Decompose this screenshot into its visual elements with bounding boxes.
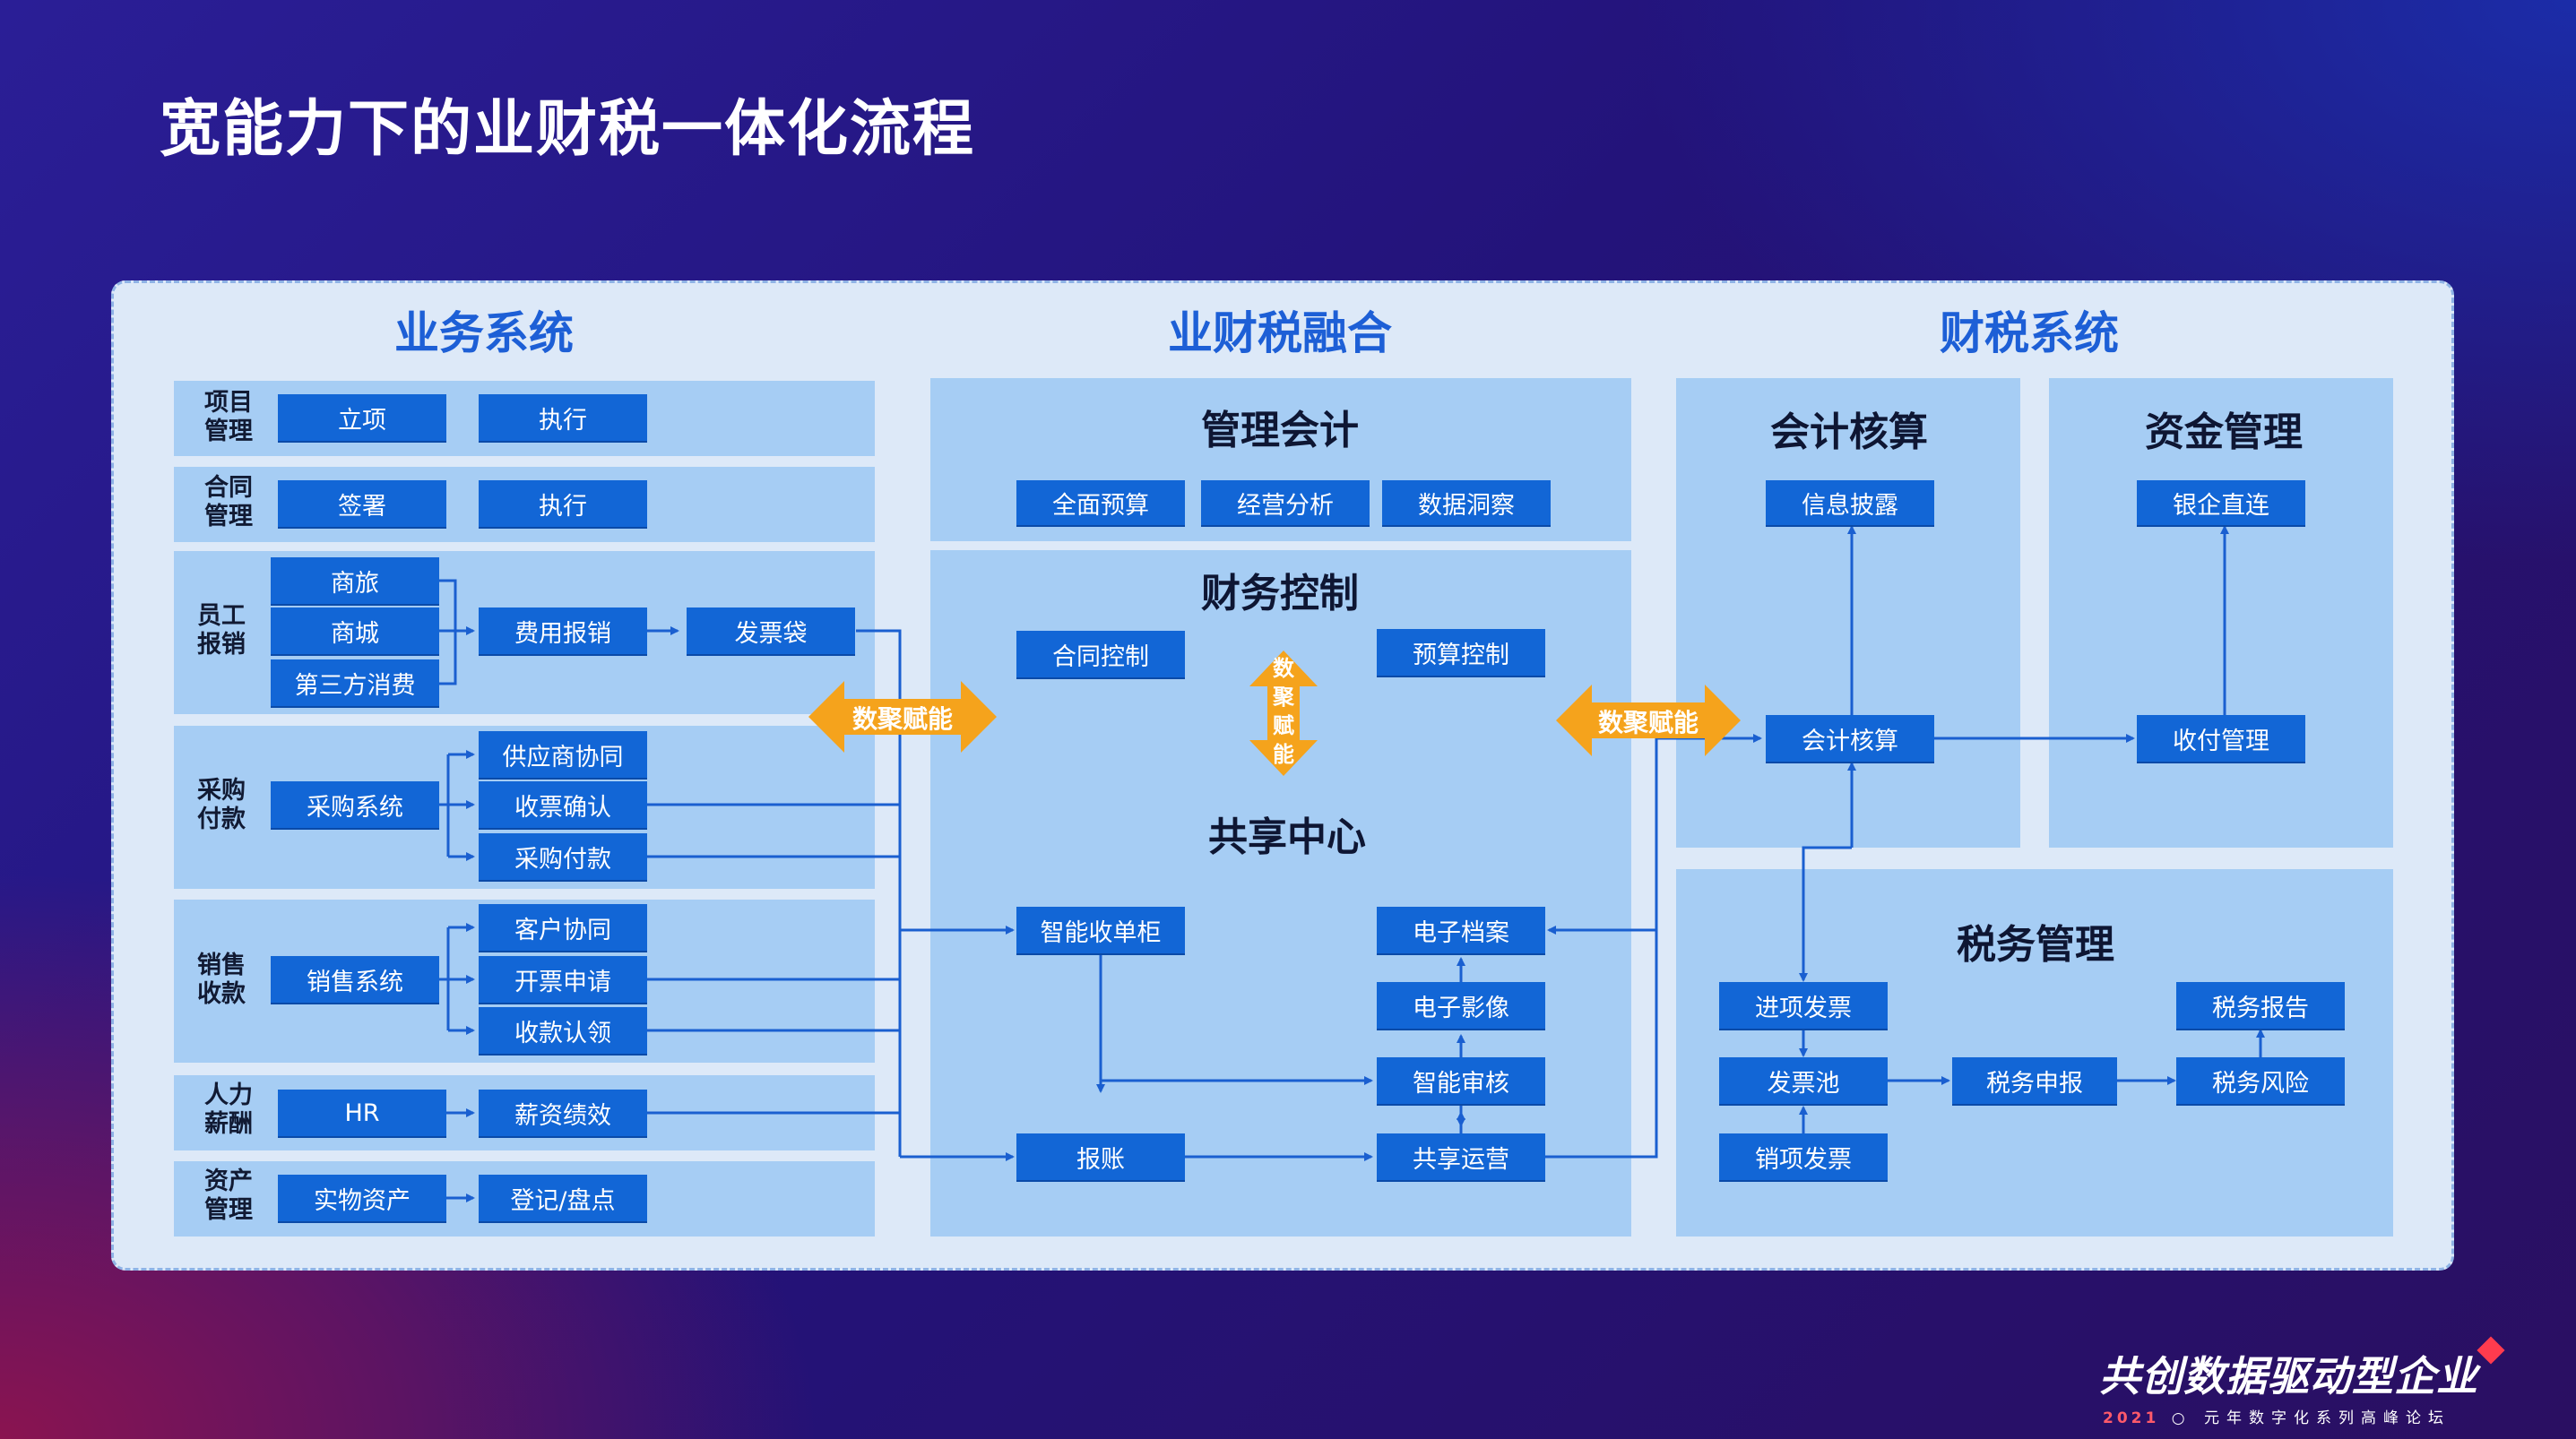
box-receipts-payments-management: 收付管理 bbox=[2137, 715, 2305, 762]
box-smart-audit: 智能审核 bbox=[1377, 1057, 1545, 1104]
box-contract-execution: 执行 bbox=[479, 480, 647, 527]
zone-title-financial-control: 财务控制 bbox=[1201, 571, 1359, 616]
event-brand-logo: 共创数据驱动型企业 bbox=[2099, 1352, 2478, 1400]
box-smart-receipt-cabinet: 智能收单柜 bbox=[1016, 907, 1185, 953]
zone-title-accounting: 会计核算 bbox=[1770, 409, 1928, 455]
box-comprehensive-budget: 全面预算 bbox=[1016, 480, 1185, 525]
box-project-initiation: 立项 bbox=[278, 394, 446, 441]
box-registration-inventory: 登记/盘点 bbox=[479, 1175, 647, 1221]
circle-icon: ○ bbox=[2171, 1409, 2192, 1427]
row-label-expense: 员工 报销 bbox=[197, 602, 246, 659]
box-contract-signing: 签署 bbox=[278, 480, 446, 527]
row-label-asset: 资产 管理 bbox=[204, 1168, 253, 1224]
box-project-execution: 执行 bbox=[479, 394, 647, 441]
box-contract-control: 合同控制 bbox=[1016, 631, 1185, 677]
box-invoicing-request: 开票申请 bbox=[479, 956, 647, 1003]
box-electronic-image: 电子影像 bbox=[1377, 982, 1545, 1029]
box-information-disclosure: 信息披露 bbox=[1766, 480, 1934, 525]
connector-data-empower-vertical: 数 聚 赋 能 bbox=[1273, 656, 1294, 767]
zone-treasury bbox=[2049, 378, 2393, 848]
event-series-name: 元年数字化系列高峰论坛 bbox=[2203, 1409, 2451, 1427]
box-budget-control: 预算控制 bbox=[1377, 629, 1545, 676]
box-procurement-payment: 采购付款 bbox=[479, 833, 647, 880]
box-operations-analysis: 经营分析 bbox=[1201, 480, 1370, 525]
row-label-contract: 合同 管理 bbox=[204, 474, 253, 530]
box-third-party-spending: 第三方消费 bbox=[271, 659, 439, 706]
box-sales-system: 销售系统 bbox=[271, 956, 439, 1003]
zone-title-management-accounting: 管理会计 bbox=[1201, 408, 1359, 453]
zone-title-tax-management: 税务管理 bbox=[1957, 922, 2114, 968]
box-invoice-bag: 发票袋 bbox=[687, 607, 855, 654]
box-physical-assets: 实物资产 bbox=[278, 1175, 446, 1221]
box-mall: 商城 bbox=[271, 607, 439, 654]
box-input-invoices: 进项发票 bbox=[1719, 982, 1888, 1029]
box-accounting: 会计核算 bbox=[1766, 715, 1934, 762]
box-business-travel: 商旅 bbox=[271, 557, 439, 604]
box-invoice-receipt-confirmation: 收票确认 bbox=[479, 781, 647, 828]
row-label-project: 项目 管理 bbox=[204, 389, 253, 445]
box-procurement-system: 采购系统 bbox=[271, 781, 439, 828]
connector-data-empower-left: 数聚赋能 bbox=[851, 704, 953, 734]
box-electronic-archive: 电子档案 bbox=[1377, 907, 1545, 953]
box-supplier-collaboration: 供应商协同 bbox=[479, 731, 647, 778]
section-finance-tax-systems: 财税系统 bbox=[1940, 307, 2119, 359]
box-tax-risk: 税务风险 bbox=[2176, 1057, 2345, 1104]
box-payroll-performance: 薪资绩效 bbox=[479, 1090, 647, 1136]
box-reimbursement: 报账 bbox=[1016, 1133, 1185, 1180]
box-output-invoices: 销项发票 bbox=[1719, 1133, 1888, 1180]
event-brand-subtitle: 2021 ○ 元年数字化系列高峰论坛 bbox=[2103, 1405, 2451, 1427]
box-shared-operations: 共享运营 bbox=[1377, 1133, 1545, 1180]
section-business-systems: 业务系统 bbox=[394, 307, 574, 359]
box-tax-filing: 税务申报 bbox=[1952, 1057, 2117, 1104]
page-title: 宽能力下的业财税一体化流程 bbox=[160, 94, 976, 165]
box-invoice-pool: 发票池 bbox=[1719, 1057, 1888, 1104]
box-payment-claim: 收款认领 bbox=[479, 1007, 647, 1054]
box-bank-enterprise-link: 银企直连 bbox=[2137, 480, 2305, 525]
section-business-finance-tax-fusion: 业财税融合 bbox=[1168, 307, 1392, 359]
zone-title-shared-center: 共享中心 bbox=[1208, 814, 1366, 860]
box-hr: HR bbox=[278, 1090, 446, 1136]
box-tax-report: 税务报告 bbox=[2176, 982, 2345, 1029]
box-customer-collaboration: 客户协同 bbox=[479, 904, 647, 951]
box-expense-reimbursement: 费用报销 bbox=[479, 607, 647, 654]
zone-title-treasury: 资金管理 bbox=[2145, 409, 2303, 455]
row-label-sales: 销售 收款 bbox=[197, 952, 246, 1008]
box-data-insights: 数据洞察 bbox=[1382, 480, 1551, 525]
row-label-hr: 人力 薪酬 bbox=[204, 1081, 253, 1138]
event-year: 2021 bbox=[2103, 1409, 2160, 1427]
row-label-purchase: 采购 付款 bbox=[197, 777, 246, 833]
connector-data-empower-right: 数聚赋能 bbox=[1597, 708, 1699, 737]
